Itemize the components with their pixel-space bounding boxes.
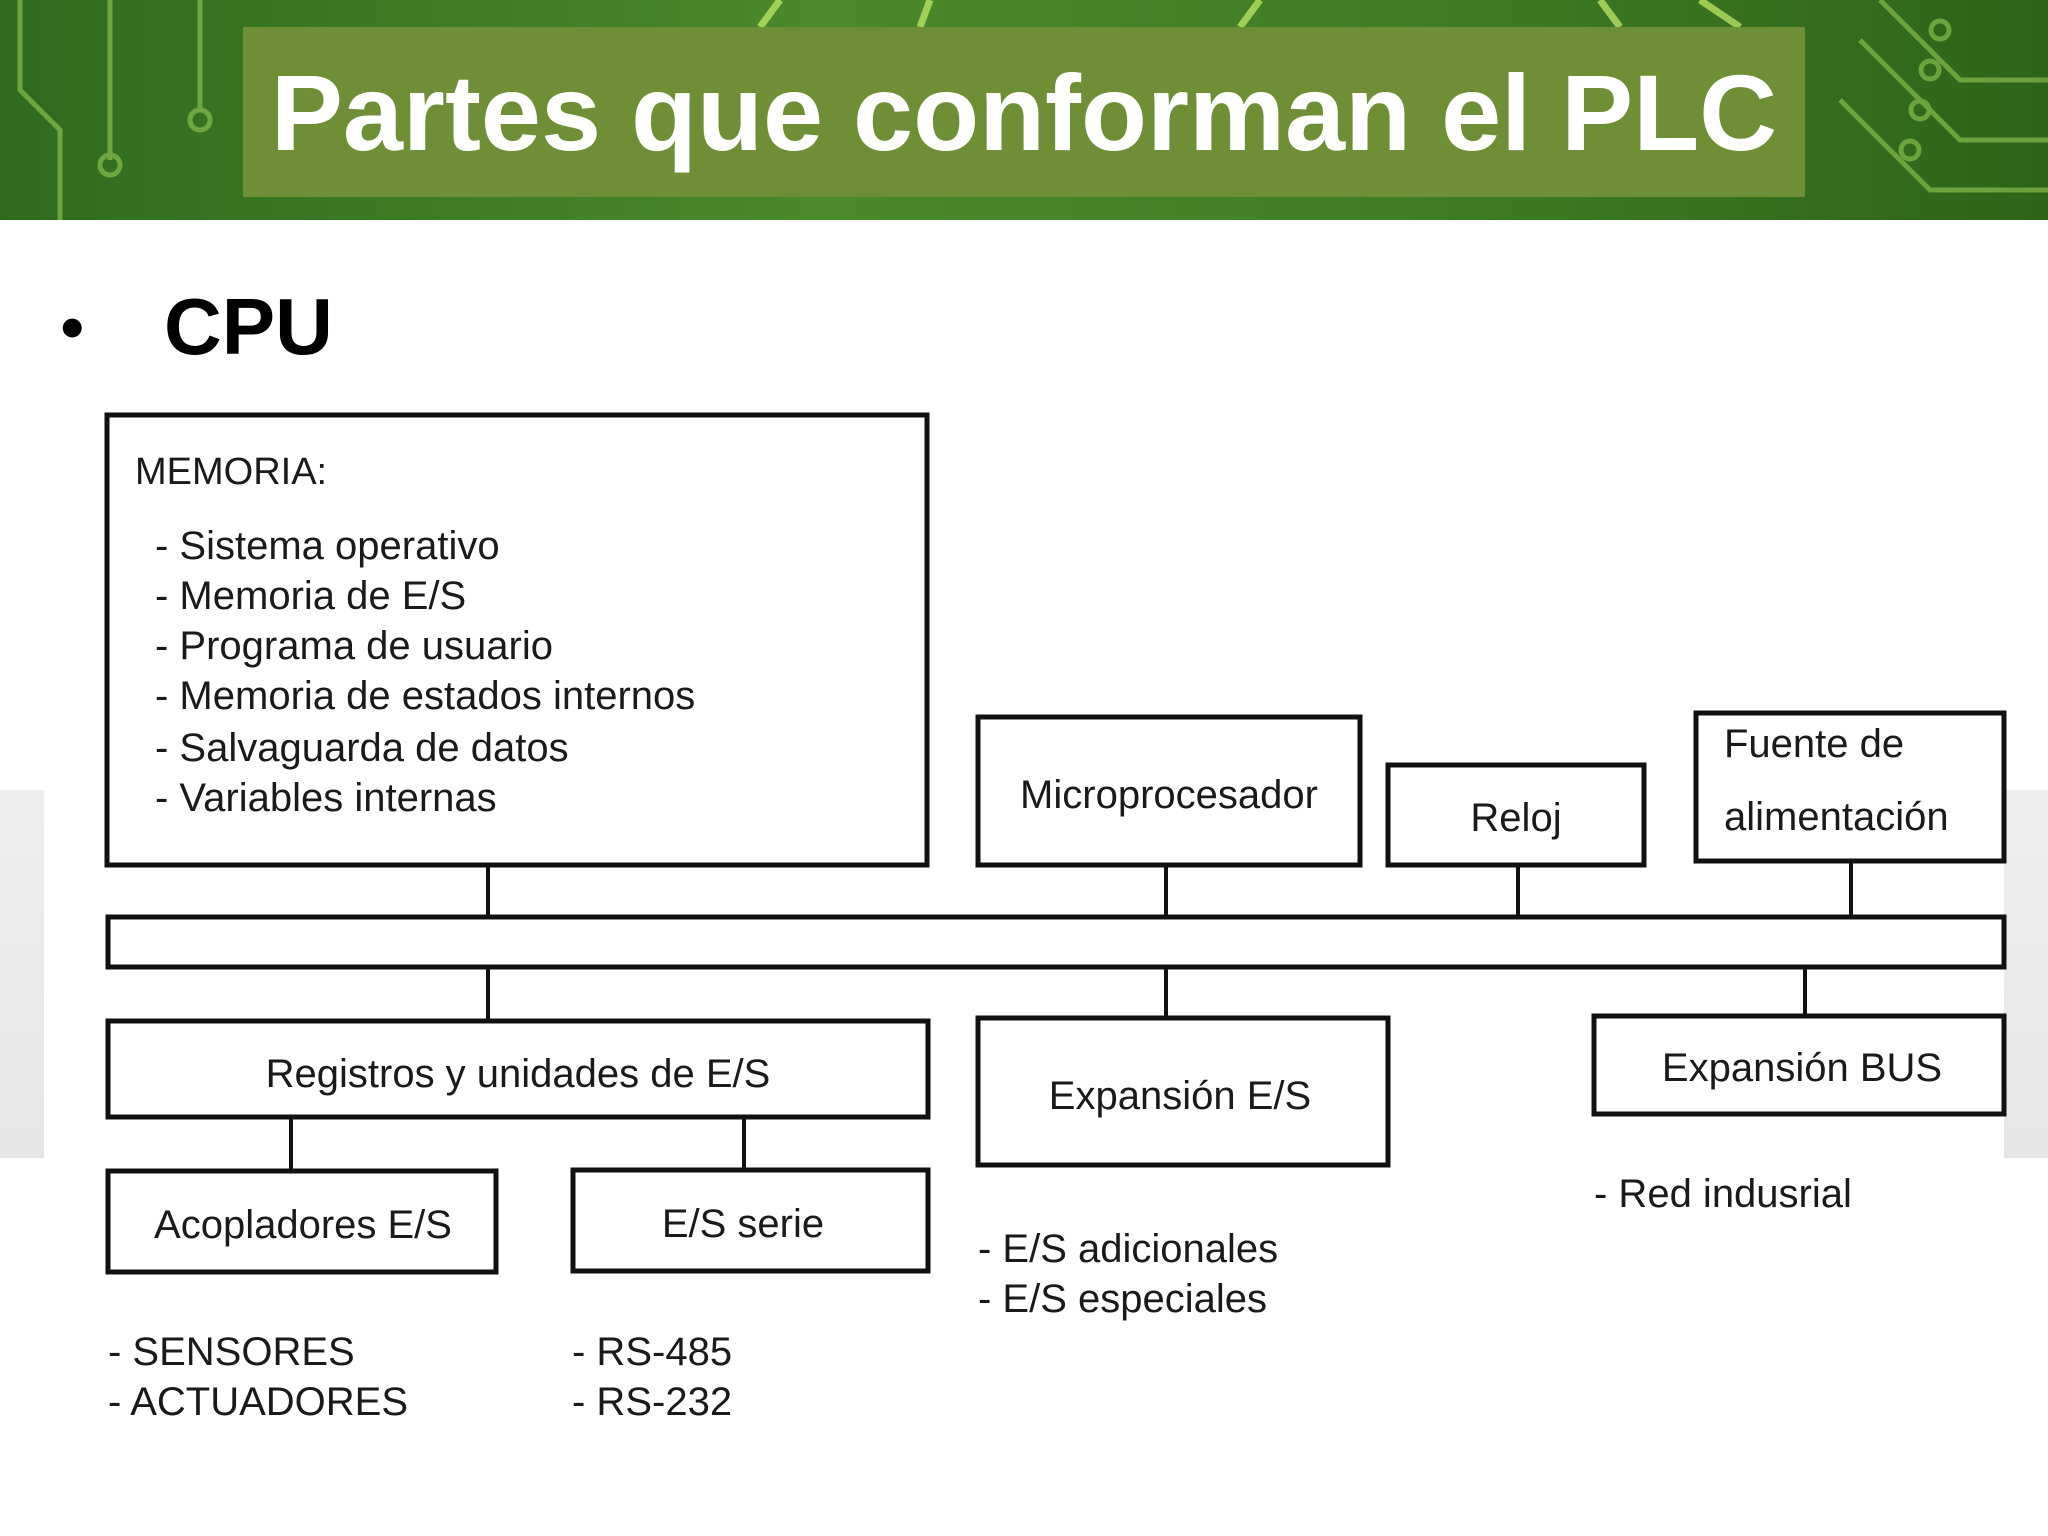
power-supply-box — [1693, 710, 2007, 864]
serial-note: - RS-485 — [572, 1330, 732, 1374]
bus-expansion-box — [1591, 1013, 2007, 1117]
expansion-note: - E/S especiales — [978, 1277, 1267, 1321]
couplers-note: - ACTUADORES — [108, 1380, 408, 1424]
bullet-text: CPU — [164, 282, 333, 371]
slide-title: Partes que conforman el PLC — [270, 51, 1778, 173]
io-couplers-box — [105, 1168, 499, 1275]
right-side-tab — [2004, 790, 2048, 1158]
system-bus — [105, 914, 2007, 970]
memory-item: - Salvaguarda de datos — [155, 726, 569, 770]
couplers-note: - SENSORES — [108, 1330, 355, 1374]
microprocessor-label: Microprocesador — [1020, 773, 1318, 817]
clock-box — [1385, 762, 1647, 868]
left-side-tab — [0, 790, 44, 1158]
serial-io-box — [570, 1167, 931, 1274]
title-box: Partes que conforman el PLC — [243, 27, 1805, 197]
io-registers-box — [105, 1018, 931, 1120]
memory-item: - Memoria de estados internos — [155, 674, 695, 718]
memory-item: - Programa de usuario — [155, 624, 553, 668]
serial-note: - RS-232 — [572, 1380, 732, 1424]
clock-label: Reloj — [1470, 796, 1561, 840]
memory-item: - Sistema operativo — [155, 524, 500, 568]
io-expansion-box — [975, 1015, 1391, 1168]
io-couplers-label: Acopladores E/S — [154, 1203, 452, 1247]
expansion-note: - E/S adicionales — [978, 1227, 1278, 1271]
slide-header: Partes que conforman el PLC — [0, 0, 2048, 220]
memory-box — [104, 412, 930, 868]
bus-note: - Red indusrial — [1594, 1172, 1852, 1216]
memory-item: - Variables internas — [155, 776, 497, 820]
serial-io-label: E/S serie — [662, 1202, 824, 1246]
power-supply-label-line2: alimentación — [1724, 795, 1949, 839]
bullet-icon: • — [60, 288, 85, 366]
memory-item: - Memoria de E/S — [155, 574, 466, 618]
power-supply-label-line1: Fuente de — [1724, 722, 1904, 766]
bus-expansion-label: Expansión BUS — [1662, 1046, 1942, 1090]
memory-heading: MEMORIA: — [135, 451, 327, 493]
circuit-board-decoration — [17, 0, 2048, 220]
bullet-item: • CPU — [60, 272, 333, 382]
microprocessor-box — [975, 714, 1363, 868]
io-expansion-label: Expansión E/S — [1049, 1074, 1311, 1118]
io-registers-label: Registros y unidades de E/S — [266, 1052, 771, 1096]
